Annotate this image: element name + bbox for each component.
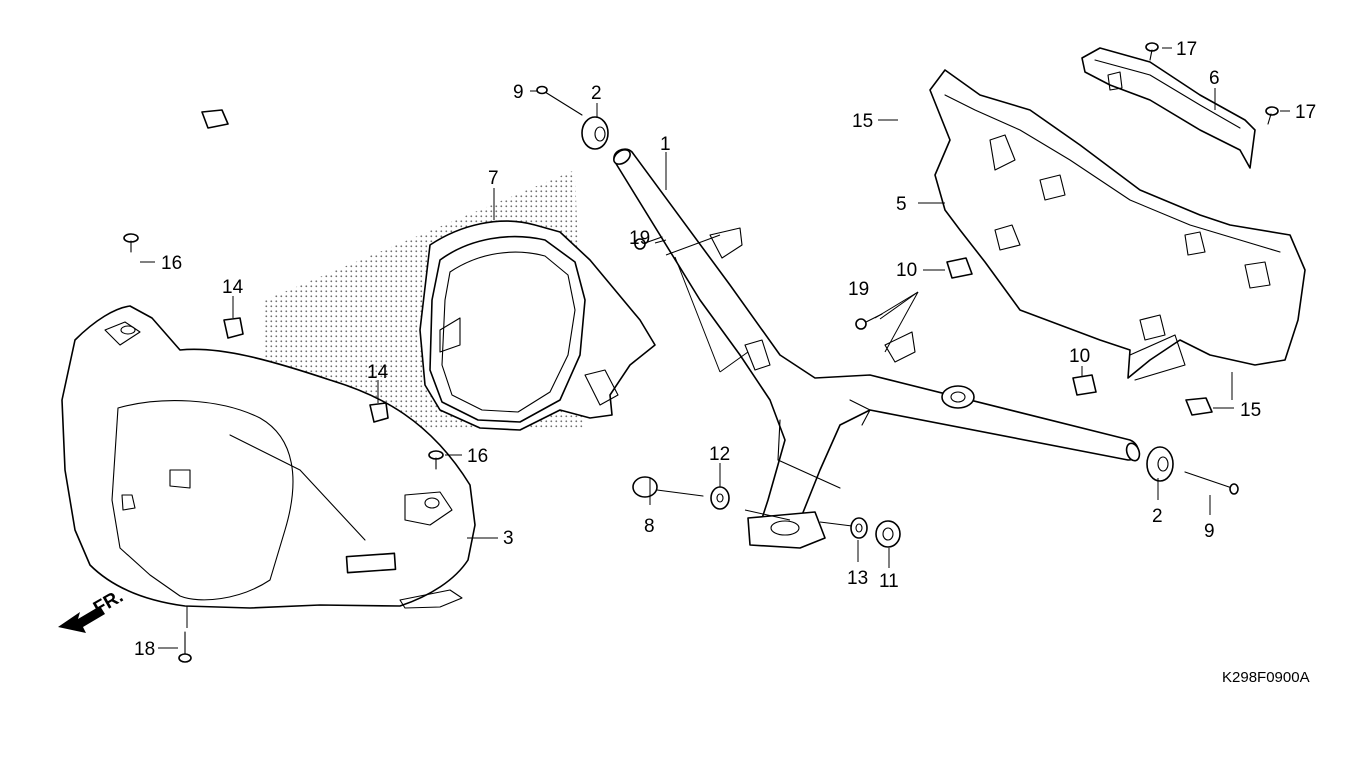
clip-14-mid [369, 402, 389, 423]
callout-14-top: 14 [222, 277, 244, 298]
clip-15-top [201, 109, 229, 129]
clip-16-top [123, 233, 139, 253]
callout-12: 12 [709, 444, 730, 465]
front-direction-arrow: FR. [58, 586, 127, 633]
callout-9-left: 9 [513, 82, 524, 103]
meter-panel [419, 220, 656, 431]
callout-16-top: 16 [161, 253, 182, 274]
rubber-2-right [1146, 446, 1174, 482]
clip-14-top [223, 317, 244, 339]
diagram-code: K298F0900A [1222, 669, 1310, 686]
callout-17-top: 17 [1176, 39, 1197, 60]
handlebar-pipe [613, 148, 1141, 549]
callout-17-right: 17 [1295, 102, 1316, 123]
callout-19-right: 19 [848, 279, 869, 300]
screw-17-top [1145, 42, 1159, 61]
callout-2-left: 2 [591, 83, 602, 104]
callout-9-right: 9 [1204, 521, 1215, 542]
collar-12 [710, 486, 730, 510]
rear-handlebar-cover [929, 69, 1306, 381]
callout-14-mid: 14 [367, 362, 389, 383]
front-handlebar-cover [61, 305, 476, 609]
leader-lines [140, 47, 1290, 649]
nut-11 [875, 520, 901, 548]
bolt-8 [632, 476, 704, 498]
callout-1: 1 [660, 134, 671, 155]
callout-15-top: 15 [852, 111, 873, 132]
screw-17-right [1265, 106, 1279, 125]
screw-19-right [855, 313, 883, 330]
callout-6: 6 [1209, 68, 1220, 89]
callout-13: 13 [847, 568, 868, 589]
clip-10-bottom [1072, 374, 1097, 396]
callout-16-mid: 16 [467, 446, 488, 467]
clip-16-mid [428, 450, 444, 470]
callout-15-bottom: 15 [1240, 400, 1261, 421]
callout-11: 11 [879, 571, 899, 592]
bolt-9-left [536, 85, 583, 116]
callout-7: 7 [488, 168, 499, 189]
callout-5: 5 [896, 194, 907, 215]
callout-labels: 1 2 2 3 5 6 7 8 9 9 10 10 11 12 13 14 14… [134, 39, 1316, 660]
clip-15-bottom [1185, 397, 1213, 416]
screw-19-left [634, 236, 663, 250]
washer-13 [850, 517, 868, 539]
clip-10-top [946, 257, 973, 279]
bolt-9-right [1184, 471, 1239, 495]
screw-18 [178, 631, 192, 663]
callout-10-bottom: 10 [1069, 346, 1090, 367]
callout-2-right: 2 [1152, 506, 1163, 527]
callout-19-left: 19 [629, 228, 650, 249]
callout-18: 18 [134, 639, 155, 660]
rubber-2-left [581, 116, 609, 150]
rear-trim-strip [1081, 47, 1256, 169]
callout-3: 3 [503, 528, 514, 549]
callout-10-top: 10 [896, 260, 917, 281]
callout-8: 8 [644, 516, 655, 537]
